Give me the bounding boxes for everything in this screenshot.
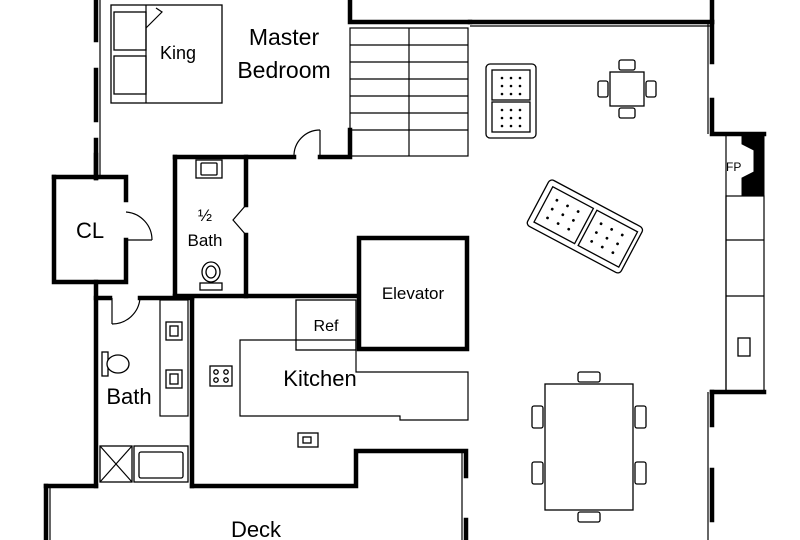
kitchen-label: Kitchen <box>283 366 356 391</box>
fireplace: FP <box>726 133 765 197</box>
elevator-label: Elevator <box>382 284 445 303</box>
king-label: King <box>160 43 196 63</box>
closet-label: CL <box>76 218 104 243</box>
side-counter <box>725 195 765 393</box>
stairs <box>349 27 469 157</box>
cooktop <box>209 365 233 387</box>
kitchen-island <box>239 339 469 421</box>
armchair <box>485 63 537 139</box>
half-bath-label-line2: Bath <box>188 231 223 250</box>
deck-label: Deck <box>231 517 282 540</box>
ref-label: Ref <box>314 318 339 335</box>
bath-label: Bath <box>106 384 151 409</box>
half-bath-door <box>232 204 247 236</box>
master-bedroom-label-line1: Master <box>249 24 320 50</box>
master-bedroom-label-line2: Bedroom <box>237 57 330 83</box>
kitchen-sink <box>297 432 319 448</box>
fireplace-label: FP <box>726 160 741 174</box>
bath-door <box>111 297 141 325</box>
closet-door <box>125 211 153 241</box>
bath-toilet <box>101 351 130 377</box>
half-bath-sink <box>195 159 223 179</box>
half-bath-label-line1: ½ <box>198 206 212 225</box>
bath-vanity <box>159 299 189 417</box>
refrigerator: Ref <box>295 299 357 351</box>
shower <box>99 445 133 483</box>
bathtub <box>133 445 189 483</box>
dining-table <box>531 371 647 523</box>
half-bath-toilet <box>199 261 223 291</box>
king-bed: King <box>110 4 223 104</box>
sofa <box>526 179 644 274</box>
master-door <box>293 129 321 158</box>
small-table <box>597 59 657 119</box>
